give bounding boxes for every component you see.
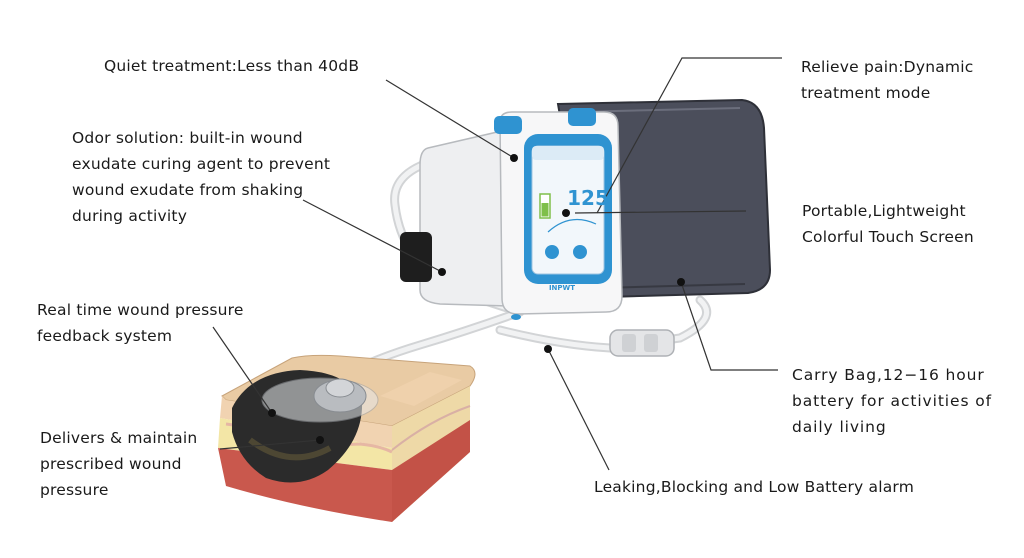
dot-odor xyxy=(438,268,446,276)
leader-bag xyxy=(680,281,778,371)
leader-lines xyxy=(212,57,782,471)
leader-odor xyxy=(302,199,443,273)
dot-bag xyxy=(677,278,685,286)
callout-odor: Odor solution: built-in wound exudate cu… xyxy=(72,129,331,225)
leader-quiet xyxy=(385,79,515,159)
callout-pressure: Delivers & maintain prescribed wound pre… xyxy=(40,429,198,499)
dot-pressure xyxy=(316,436,324,444)
leader-pressure xyxy=(219,439,321,450)
callout-pain: Relieve pain:Dynamic treatment mode xyxy=(801,58,974,102)
dot-quiet xyxy=(510,154,518,162)
callout-feedback: Real time wound pressure feedback system xyxy=(37,301,244,345)
leader-alarm xyxy=(547,348,610,471)
tube-connector xyxy=(609,329,675,357)
leader-feedback xyxy=(212,326,273,414)
nptw-device xyxy=(400,108,623,320)
callout-alarm: Leaking,Blocking and Low Battery alarm xyxy=(594,478,915,496)
leader-dots xyxy=(268,154,685,444)
device-brand: INPWT xyxy=(549,284,575,292)
wound-tissue-cross-section xyxy=(218,354,476,522)
callout-bag: Carry Bag,12−16 hour battery for activit… xyxy=(792,366,992,436)
dot-screen xyxy=(562,209,570,217)
screen-value: 125 xyxy=(567,186,609,210)
callout-quiet: Quiet treatment:Less than 40dB xyxy=(104,57,360,75)
leader-screen xyxy=(574,210,747,214)
dot-feedback xyxy=(268,409,276,417)
callout-screen: Portable,Lightweight Colorful Touch Scre… xyxy=(802,202,974,246)
leader-pain xyxy=(596,57,782,214)
dot-alarm xyxy=(544,345,552,353)
